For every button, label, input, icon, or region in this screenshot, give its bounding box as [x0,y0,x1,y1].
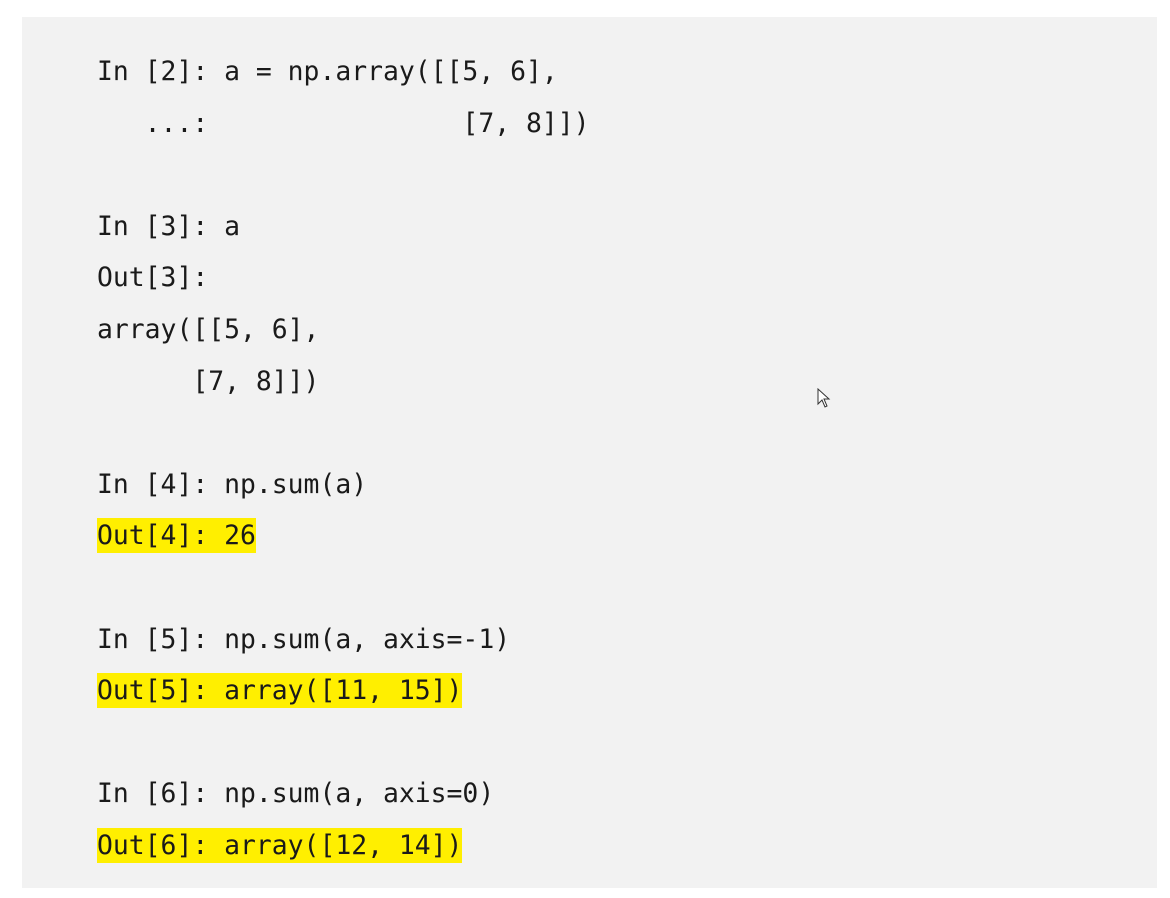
highlighted-output-text: Out[5]: array([11, 15]) [97,673,463,709]
output-line: Out[5]: array([11, 15]) [97,665,590,717]
output-line: Out[6]: array([12, 14]) [97,820,590,872]
code-text: In [3]: a [97,210,240,242]
blank-line [97,149,590,201]
input-line: In [6]: np.sum(a, axis=0) [97,768,590,820]
mouse-cursor-icon [817,388,831,408]
code-text: In [6]: np.sum(a, axis=0) [97,778,495,810]
ipython-session: In [2]: a = np.array([[5, 6], ...: [7, 8… [97,46,590,872]
input-line: In [5]: np.sum(a, axis=-1) [97,614,590,666]
code-text: Out[3]: [97,262,209,294]
output-line: Out[3]: [97,252,590,304]
blank-line [97,562,590,614]
output-line: ...: [7, 8]]) [97,98,590,150]
output-line: array([[5, 6], [97,304,590,356]
output-line: [7, 8]]) [97,356,590,408]
code-text: In [5]: np.sum(a, axis=-1) [97,623,511,655]
input-line: In [3]: a [97,201,590,253]
blank-line [97,717,590,769]
code-text: ...: [7, 8]]) [97,107,590,139]
code-text: [7, 8]]) [97,365,320,397]
output-line: Out[4]: 26 [97,510,590,562]
input-line: In [4]: np.sum(a) [97,459,590,511]
code-text: In [2]: a = np.array([[5, 6], [97,56,558,87]
highlighted-output-text: Out[6]: array([12, 14]) [97,827,463,863]
highlighted-output-text: Out[4]: 26 [97,518,256,554]
input-line: In [2]: a = np.array([[5, 6], [97,46,590,98]
blank-line [97,407,590,459]
code-panel: In [2]: a = np.array([[5, 6], ...: [7, 8… [22,17,1157,888]
code-text: In [4]: np.sum(a) [97,468,368,500]
code-text: array([[5, 6], [97,313,320,345]
